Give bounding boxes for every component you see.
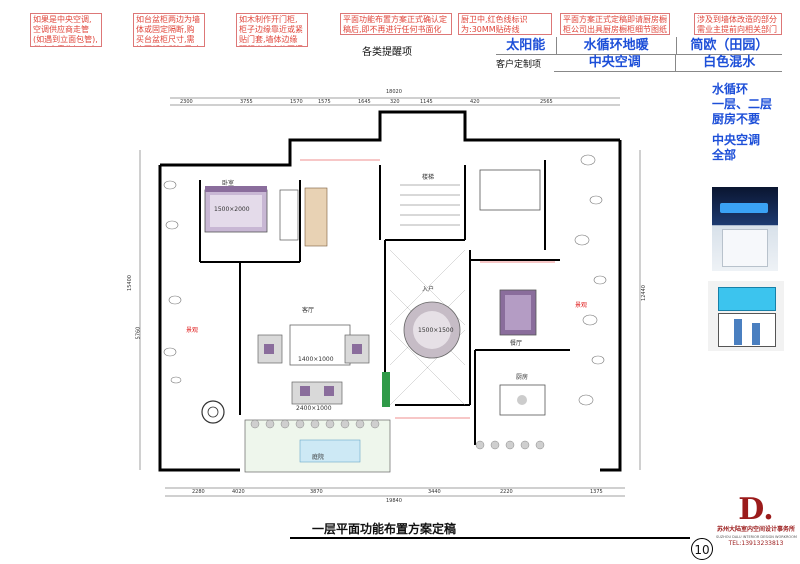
custom-item-central-ac: 中央空调 bbox=[554, 54, 677, 71]
outer-walls bbox=[158, 110, 622, 472]
courtyard-hedge bbox=[250, 419, 545, 450]
custom-item-solar: 太阳能 bbox=[496, 37, 557, 54]
note-plan-final: 平面功能布置方案正式确认定稿后,即不再进行任何书面化调整 bbox=[340, 13, 452, 35]
tank-diagram-photo bbox=[708, 281, 784, 351]
note-basin-cabinet: 如台盆柜两边为墙体或固定隔断,购买台盆柜尺寸,需比图纸中所标尺寸小50MM bbox=[133, 13, 205, 47]
logo-english: SUZHOU DALU INTERIOR DESIGN WORKROOM bbox=[716, 535, 797, 539]
logo-name: 苏州大陆室内空间设计事务所 bbox=[716, 526, 795, 533]
room-courtyard: 庭院 bbox=[312, 454, 325, 461]
tea-table-size: 2400×1000 bbox=[296, 405, 332, 412]
dim-top-8: 2565 bbox=[540, 99, 553, 105]
wood-cabinet bbox=[304, 187, 328, 247]
dim-bottom-5: 1375 bbox=[590, 489, 603, 495]
right-note-central-ac: 中央空调 bbox=[712, 133, 761, 147]
reminder-label: 各类提醒项 bbox=[362, 47, 412, 58]
dim-left-0: 5760 bbox=[135, 326, 142, 340]
dims-total-bottom: 19840 bbox=[386, 498, 402, 504]
custom-item-style: 简欧（田园） bbox=[690, 38, 769, 53]
living-size: 1400×1000 bbox=[298, 356, 334, 363]
logo-mark: D. bbox=[738, 492, 774, 527]
right-note-floors: 一层、二层 bbox=[712, 97, 773, 111]
dims-total-top: 18020 bbox=[386, 89, 402, 95]
heating-unit-photo bbox=[712, 187, 778, 271]
room-entry: 入户 bbox=[422, 286, 435, 293]
kitchen-counters bbox=[479, 169, 546, 416]
bed-size: 1500×2000 bbox=[214, 206, 250, 213]
dim-top-6: 1145 bbox=[420, 99, 433, 105]
note-central-ac: 如果是中央空调,空调供应商走管(如遇到立面包管),供应商需告知客户或现场施工方包… bbox=[30, 13, 102, 47]
room-living: 客厅 bbox=[302, 307, 315, 314]
dining-table bbox=[499, 289, 537, 336]
room-bedroom: 卧室 bbox=[222, 180, 235, 187]
right-note-water: 水循环 bbox=[712, 82, 749, 96]
outdoor-round-table bbox=[201, 400, 225, 424]
round-table bbox=[403, 301, 461, 359]
dim-top-1: 3755 bbox=[240, 99, 253, 105]
bedroom-bed bbox=[204, 186, 268, 233]
tank-pipe-1 bbox=[734, 319, 742, 345]
wardrobe bbox=[279, 189, 299, 241]
red-tile-lines bbox=[300, 159, 555, 419]
logo-phone: TEL:13913233813 bbox=[728, 540, 784, 547]
tv-cabinet bbox=[382, 372, 390, 407]
room-stair: 楼梯 bbox=[422, 174, 435, 181]
dim-bottom-4: 2220 bbox=[500, 489, 513, 495]
dim-bottom-3: 3440 bbox=[428, 489, 441, 495]
dim-bottom-1: 4020 bbox=[232, 489, 245, 495]
dim-top-4: 1645 bbox=[358, 99, 371, 105]
living-sofa-set bbox=[257, 324, 370, 405]
dim-bottom-2: 3870 bbox=[310, 489, 323, 495]
dim-top-3: 1575 bbox=[318, 99, 331, 105]
photo-cabinet bbox=[722, 229, 768, 267]
top-dimension-line bbox=[170, 97, 620, 106]
plan-title: 一层平面功能布置方案定稿 bbox=[312, 522, 457, 536]
stairs bbox=[400, 184, 460, 226]
bottom-dimension-line bbox=[165, 487, 625, 497]
courtyard bbox=[244, 419, 391, 473]
tank-stand bbox=[718, 313, 776, 347]
right-notes: 水循环 一层、二层 厨房不要 中央空调 全部 bbox=[712, 82, 792, 163]
note-kitchen-drawings: 平面方案正式定稿即请厨房橱柜公司出具厨房橱柜细节图纸 bbox=[560, 13, 670, 35]
custom-items-row-1: 太阳能 水循环地暖 简欧（田园） bbox=[496, 37, 782, 55]
custom-item-floor-heating: 水循环地暖 bbox=[557, 37, 677, 54]
dim-bottom-0: 2280 bbox=[192, 489, 205, 495]
note-wall-approval: 涉及到墙体改造的部分需业主提前向相关部门审批 bbox=[694, 13, 782, 35]
plan-title-underline bbox=[290, 537, 690, 539]
dim-top-0: 2300 bbox=[180, 99, 193, 105]
room-dining: 餐厅 bbox=[510, 340, 523, 347]
custom-label: 客户定制项 bbox=[496, 60, 542, 70]
garden-left-label: 景观 bbox=[186, 327, 199, 334]
tank-pipe-2 bbox=[752, 323, 760, 345]
custom-item-white-paint: 白色混水 bbox=[703, 55, 756, 70]
round-table-size: 1500×1500 bbox=[418, 327, 454, 334]
dim-right-0: 12440 bbox=[640, 285, 647, 301]
garden-right-label: 景观 bbox=[575, 302, 588, 309]
page-number: 10 bbox=[691, 538, 713, 560]
note-door-cabinet: 如木制作开门柜,柜子边缘靠近或紧贴门套,墙体边缘预留出相应的开门空间 bbox=[236, 13, 308, 47]
company-logo: D. 苏州大陆室内空间设计事务所 SUZHOU DALU INTERIOR DE… bbox=[716, 492, 797, 560]
right-note-all: 全部 bbox=[712, 148, 737, 162]
dim-left-1: 15400 bbox=[126, 275, 133, 291]
dim-top-2: 1570 bbox=[290, 99, 303, 105]
dim-top-7: 420 bbox=[470, 99, 480, 105]
note-tile-line: 厨卫中,红色线标识为:30MM贴砖线 bbox=[458, 13, 552, 35]
garden-stones-left bbox=[163, 180, 182, 384]
room-kitchen: 厨房 bbox=[516, 374, 529, 381]
photo-glow bbox=[720, 203, 768, 213]
custom-items-row-2: 中央空调 白色混水 bbox=[554, 54, 782, 72]
tank-glass bbox=[718, 287, 776, 311]
right-note-kitchen: 厨房不要 bbox=[712, 112, 761, 126]
garden-stones-right bbox=[574, 154, 607, 406]
dim-top-5: 320 bbox=[390, 99, 400, 105]
